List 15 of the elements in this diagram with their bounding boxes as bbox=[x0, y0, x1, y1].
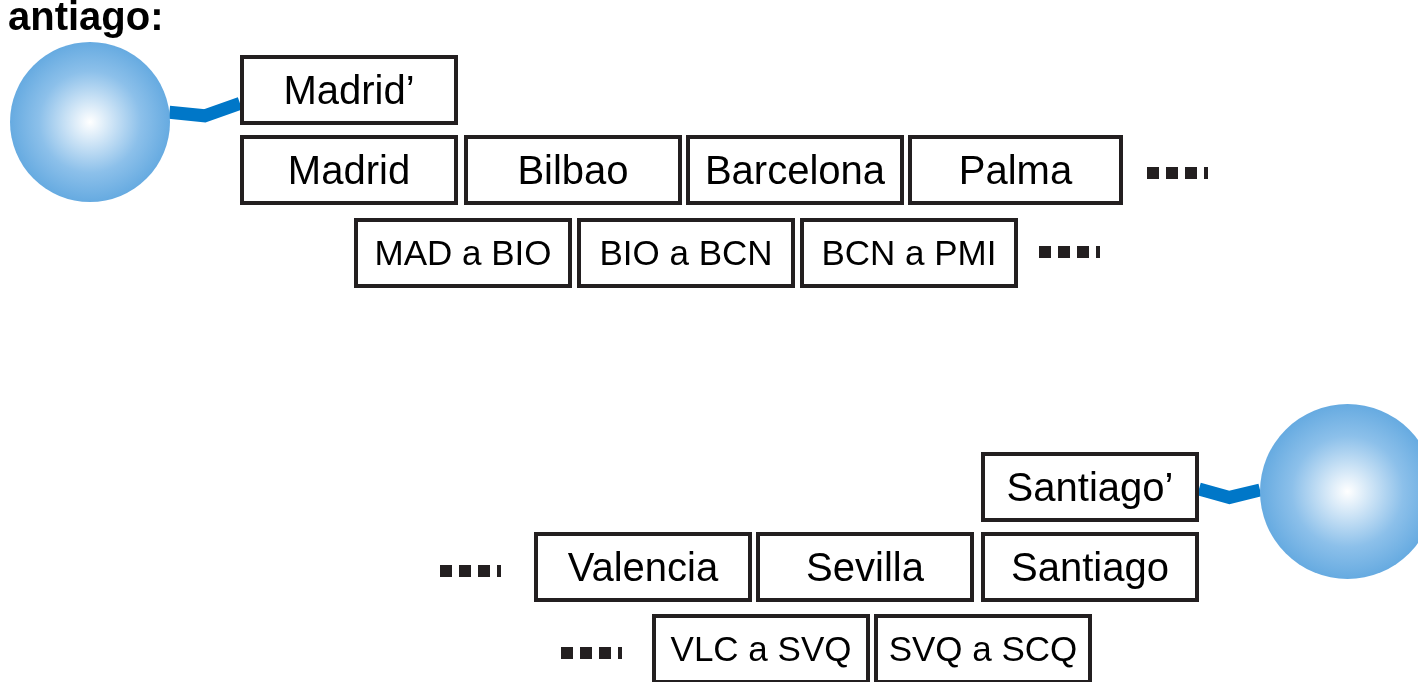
route-box: SVQ a SCQ bbox=[874, 614, 1092, 682]
city-box: Santiago bbox=[981, 532, 1199, 602]
route-box: VLC a SVQ bbox=[652, 614, 870, 682]
route-box: BIO a BCN bbox=[577, 218, 795, 288]
city-box: Bilbao bbox=[464, 135, 682, 205]
city-box: Barcelona bbox=[686, 135, 904, 205]
city-box: Palma bbox=[908, 135, 1123, 205]
route-box: MAD a BIO bbox=[354, 218, 572, 288]
route-box: BCN a PMI bbox=[800, 218, 1018, 288]
city-box: Madrid bbox=[240, 135, 458, 205]
city-box: Santiago’ bbox=[981, 452, 1199, 522]
city-box: Valencia bbox=[534, 532, 752, 602]
city-box: Madrid’ bbox=[240, 55, 458, 125]
city-box: Sevilla bbox=[756, 532, 974, 602]
title: antiago: bbox=[8, 0, 164, 39]
